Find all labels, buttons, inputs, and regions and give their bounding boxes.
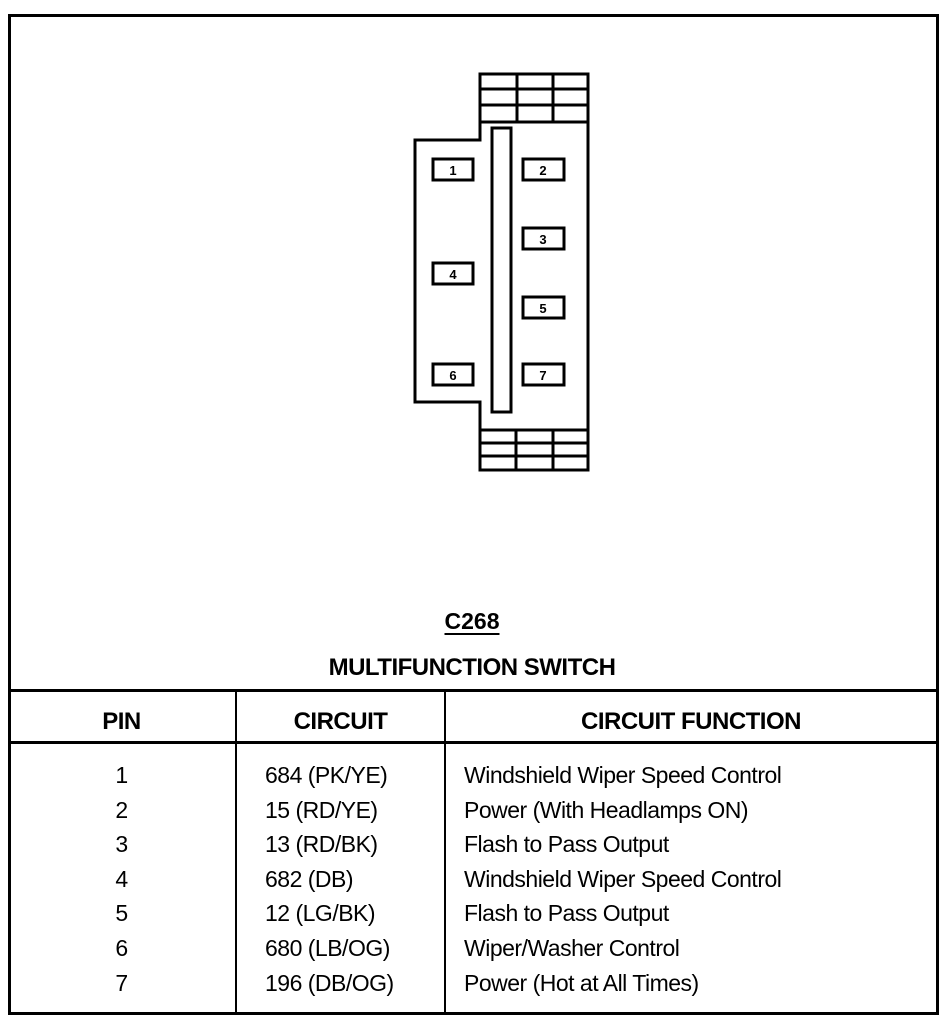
pin-cell: 1 bbox=[115, 762, 128, 788]
header-pin: PIN bbox=[102, 708, 141, 735]
pin-column: 1 2 3 4 5 6 7 bbox=[8, 758, 235, 1000]
pin-label-2: 2 bbox=[539, 163, 546, 178]
column-divider bbox=[235, 690, 237, 1012]
pin-label-4: 4 bbox=[449, 267, 457, 282]
pin-label-6: 6 bbox=[449, 368, 456, 383]
diagram-frame bbox=[8, 14, 939, 1015]
function-cell: Power (With Headlamps ON) bbox=[464, 796, 749, 823]
pin-cell: 4 bbox=[115, 865, 128, 892]
circuit-cell: 684 (PK/YE) bbox=[265, 762, 388, 788]
circuit-cell: 13 (RD/BK) bbox=[265, 831, 378, 858]
pin-cell: 2 bbox=[115, 796, 128, 823]
function-cell: Wiper/Washer Control bbox=[464, 934, 680, 961]
connector-diagram: 1 2 3 4 5 6 7 bbox=[413, 72, 590, 472]
circuit-cell: 682 (DB) bbox=[265, 865, 354, 892]
connector-title: MULTIFUNCTION SWITCH bbox=[328, 654, 616, 681]
circuit-cell: 196 (DB/OG) bbox=[265, 969, 394, 996]
table-top-border bbox=[8, 689, 936, 692]
pin-cell: 6 bbox=[115, 934, 128, 961]
connector-body bbox=[413, 120, 590, 432]
key-slot bbox=[490, 126, 513, 414]
header-circuit: CIRCUIT bbox=[293, 708, 388, 735]
pin-label-3: 3 bbox=[539, 232, 546, 247]
pin-label-7: 7 bbox=[539, 368, 546, 383]
pin-cell: 5 bbox=[115, 900, 128, 927]
function-column: Windshield Wiper Speed Control Power (Wi… bbox=[464, 758, 782, 1000]
connector-code-text: C268 bbox=[444, 608, 500, 634]
connector-code: C268 bbox=[0, 608, 944, 635]
function-cell: Power (Hot at All Times) bbox=[464, 969, 699, 996]
function-cell: Windshield Wiper Speed Control bbox=[464, 865, 782, 892]
function-cell: Windshield Wiper Speed Control bbox=[464, 762, 782, 788]
header-circuit-function: CIRCUIT FUNCTION bbox=[581, 708, 801, 735]
pin-label-5: 5 bbox=[539, 301, 546, 316]
circuit-cell: 680 (LB/OG) bbox=[265, 934, 390, 961]
pin-label-1: 1 bbox=[449, 163, 456, 178]
pin-cell: 3 bbox=[115, 831, 128, 858]
function-cell: Flash to Pass Output bbox=[464, 831, 669, 858]
column-divider bbox=[444, 690, 446, 1012]
table-header-divider bbox=[8, 741, 936, 744]
function-cell: Flash to Pass Output bbox=[464, 900, 669, 927]
circuit-column: 684 (PK/YE) 15 (RD/YE) 13 (RD/BK) 682 (D… bbox=[265, 758, 394, 1000]
bottom-latch bbox=[478, 428, 590, 472]
circuit-cell: 15 (RD/YE) bbox=[265, 796, 378, 823]
pin-cell: 7 bbox=[115, 969, 128, 996]
top-latch bbox=[478, 72, 590, 124]
circuit-cell: 12 (LG/BK) bbox=[265, 900, 376, 927]
